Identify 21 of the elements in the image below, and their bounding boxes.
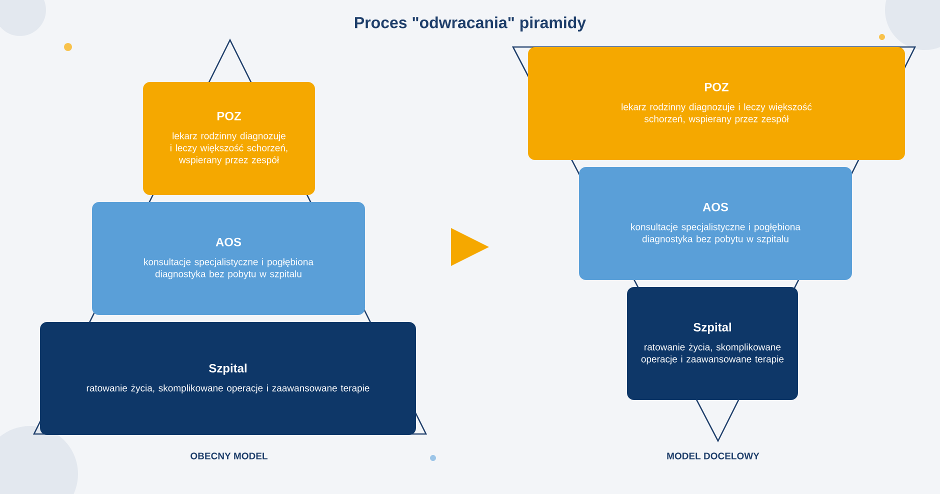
level-box xyxy=(627,287,798,400)
level-box xyxy=(579,166,852,280)
box-text: lekarz rodzinny diagnozuje i leczy większość schorzeń, wspierany przez zespół xyxy=(170,132,288,166)
box-heading: POZ xyxy=(217,112,241,120)
model-label: MODEL DOCELOWY xyxy=(667,452,760,460)
level-box xyxy=(92,202,365,315)
box-text: ratowanie życia, skomplikowane operacje i zaawansowane terapie xyxy=(641,343,784,364)
box-text: konsultacje specjalistyczne i pogłębiona diagnostyka bez pobytu w szpitalu xyxy=(631,223,800,244)
level-box xyxy=(40,322,416,435)
box-heading: Szpital xyxy=(694,322,731,334)
level-box xyxy=(143,82,315,195)
box-text: konsultacje specjalistyczne i pogłębiona diagnostyka bez pobytu w szpitalu xyxy=(144,258,314,280)
box-heading: AOS xyxy=(702,202,728,212)
box-heading: Szpital xyxy=(209,364,246,375)
box-text: lekarz rodzinny diagnozuje i leczy większość schorzeń, wspierany przez zespół xyxy=(622,103,812,124)
title: Proces "odwracania" piramidy xyxy=(355,16,586,32)
box-heading: POZ xyxy=(704,82,728,92)
level-box xyxy=(528,46,905,160)
model-label: OBECNY MODEL xyxy=(190,452,268,460)
box-text: ratowanie życia, skomplikowane operacje i zaawansowane terapie xyxy=(86,384,370,394)
box-heading: AOS xyxy=(216,238,242,246)
